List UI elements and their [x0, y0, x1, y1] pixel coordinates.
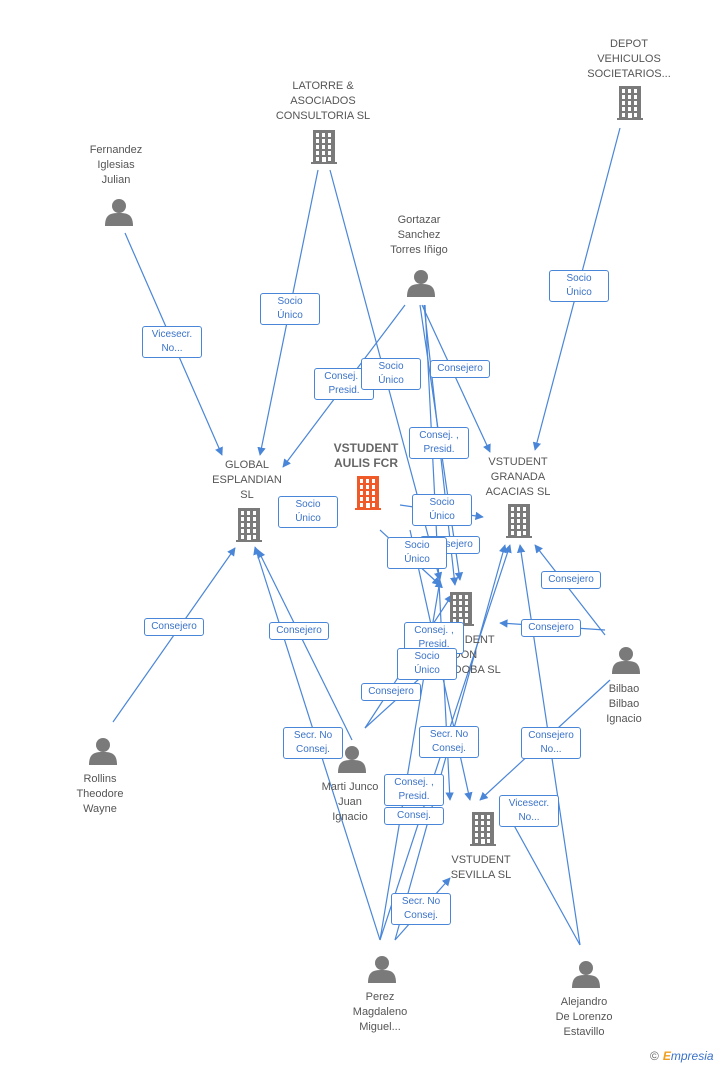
- edge-label[interactable]: Secr. No Consej.: [419, 726, 479, 758]
- edge-label[interactable]: Consej.: [384, 807, 444, 825]
- building-icon[interactable]: [448, 592, 474, 626]
- node-label-gortazar[interactable]: Gortazar Sanchez Torres Iñigo: [390, 214, 448, 256]
- building-icon[interactable]: [311, 130, 337, 164]
- person-icon[interactable]: [407, 270, 435, 297]
- building-icon[interactable]: [355, 476, 381, 510]
- edge-label[interactable]: Socio Único: [549, 270, 609, 302]
- edge-label[interactable]: Consejero No...: [521, 727, 581, 759]
- edge-label[interactable]: Socio Único: [397, 648, 457, 680]
- edge-label[interactable]: Secr. No Consej.: [391, 893, 451, 925]
- brand-name: mpresia: [670, 1049, 714, 1063]
- edge-label[interactable]: Socio Único: [412, 494, 472, 526]
- person-icon[interactable]: [368, 956, 396, 983]
- edge-line: [257, 549, 353, 741]
- node-label-marti[interactable]: Marti Junco Juan Ignacio: [321, 781, 379, 823]
- person-icon[interactable]: [572, 961, 600, 988]
- edge-label[interactable]: Consejero: [521, 619, 581, 637]
- edge-label[interactable]: Vicesecr. No...: [499, 795, 559, 827]
- edge-label[interactable]: Consej. , Presid.: [409, 427, 469, 459]
- edge-label[interactable]: Vicesecr. No...: [142, 326, 202, 358]
- edge-label[interactable]: Socio Único: [278, 496, 338, 528]
- node-label-depot[interactable]: DEPOT VEHICULOS SOCIETARIOS...: [587, 38, 671, 80]
- edge-label[interactable]: Consej. , Presid.: [384, 774, 444, 806]
- edge-label[interactable]: Socio Único: [260, 293, 320, 325]
- edge-line: [534, 544, 606, 636]
- copyright-icon: ©: [650, 1049, 659, 1063]
- person-icon[interactable]: [338, 746, 366, 773]
- building-icon[interactable]: [617, 86, 643, 120]
- edge-label[interactable]: Secr. No Consej.: [283, 727, 343, 759]
- node-label-latorre[interactable]: LATORRE & ASOCIADOS CONSULTORIA SL: [275, 80, 371, 122]
- edge-label[interactable]: Socio Único: [361, 358, 421, 390]
- empresia-logo[interactable]: ©Empresia: [650, 1049, 714, 1063]
- node-label-alejandro[interactable]: Alejandro De Lorenzo Estavillo: [555, 996, 613, 1038]
- building-icon[interactable]: [236, 508, 262, 542]
- person-icon[interactable]: [89, 738, 117, 765]
- node-label-granada[interactable]: VSTUDENT GRANADA ACACIAS SL: [485, 456, 551, 498]
- building-icon[interactable]: [506, 504, 532, 538]
- brand-initial: E: [662, 1049, 671, 1063]
- node-label-global[interactable]: GLOBAL ESPLANDIAN SL: [212, 459, 282, 501]
- edge-label[interactable]: Socio Único: [387, 537, 447, 569]
- node-label-perez[interactable]: Perez Magdaleno Miguel...: [352, 991, 408, 1033]
- person-icon[interactable]: [612, 647, 640, 674]
- edge-label[interactable]: Consejero: [430, 360, 490, 378]
- edge-label[interactable]: Consejero: [144, 618, 204, 636]
- building-icon[interactable]: [470, 812, 496, 846]
- edge-label[interactable]: Consejero: [361, 683, 421, 701]
- node-label-aulis[interactable]: VSTUDENT AULIS FCR: [333, 441, 399, 470]
- node-label-bilbao[interactable]: Bilbao Bilbao Ignacio: [606, 683, 642, 725]
- edge-line: [421, 304, 491, 453]
- node-label-sevilla[interactable]: VSTUDENT SEVILLA SL: [450, 854, 512, 881]
- node-label-rollins[interactable]: Rollins Theodore Wayne: [76, 773, 124, 815]
- edge-label[interactable]: Consejero: [269, 622, 329, 640]
- node-label-fernandez[interactable]: Fernandez Iglesias Julian: [89, 144, 143, 186]
- node-icons: [89, 86, 643, 988]
- person-icon[interactable]: [105, 199, 133, 226]
- edge-label[interactable]: Consejero: [541, 571, 601, 589]
